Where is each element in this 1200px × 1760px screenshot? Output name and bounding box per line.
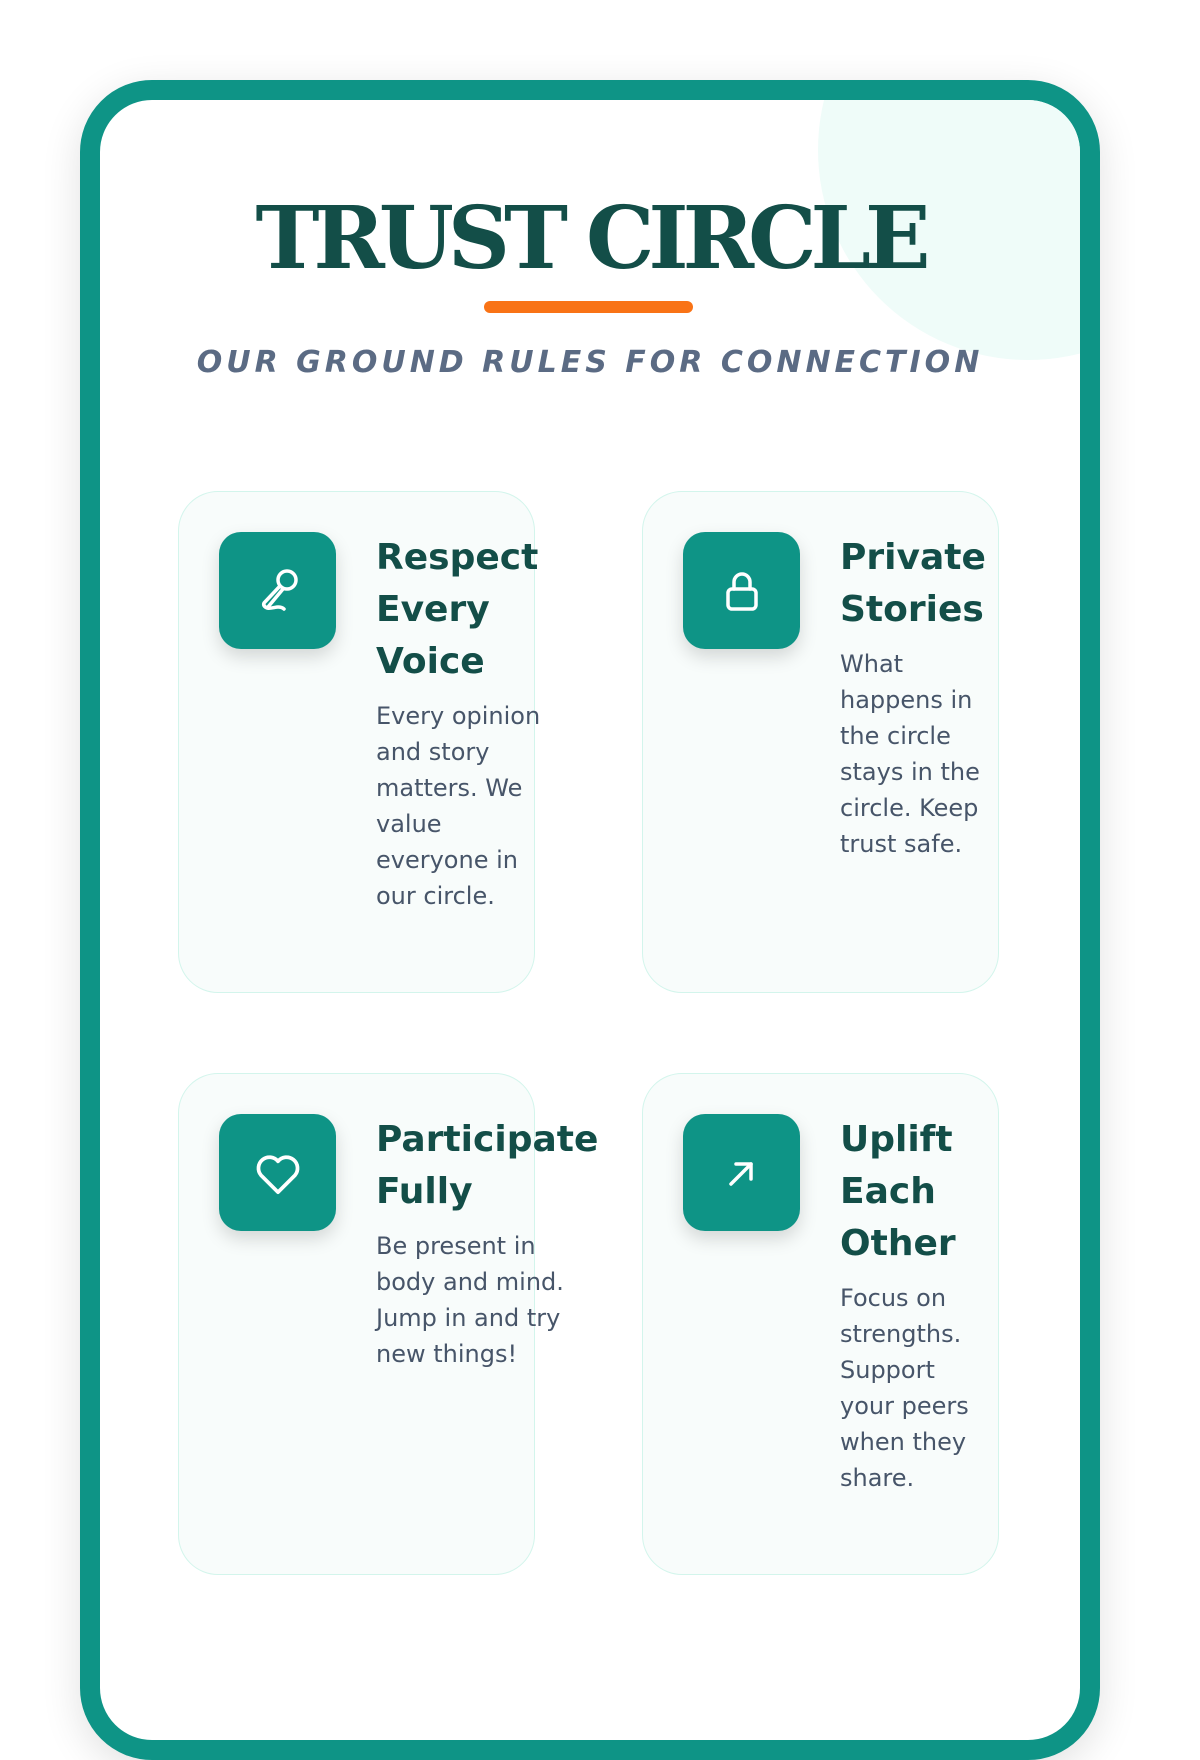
rule-title: Respect Every Voice	[376, 537, 539, 682]
rule-description: Be present in body and mind. Jump in and…	[376, 1232, 564, 1368]
rule-description: Every opinion and story matters. We valu…	[376, 702, 541, 910]
trust-circle-panel: TRUST CIRCLE OUR GROUND RULES FOR CONNEC…	[80, 80, 1100, 1760]
rule-card-participate: Participate Fully Be present in body and…	[178, 1073, 598, 1575]
arrow-up-right-icon	[683, 1114, 800, 1231]
rule-title: Participate Fully	[376, 1119, 599, 1212]
page-subtitle: OUR GROUND RULES FOR CONNECTION	[196, 345, 984, 380]
rule-card-respect: Respect Every Voice Every opinion and st…	[178, 491, 540, 993]
page-title: TRUST CIRCLE	[255, 188, 930, 289]
rule-description: What happens in the circle stays in the …	[840, 650, 980, 858]
lock-icon	[683, 532, 800, 649]
rule-card-uplift: Uplift Each Other Focus on strengths. Su…	[642, 1073, 999, 1575]
rule-title: Private Stories	[840, 537, 986, 630]
title-underline	[484, 301, 693, 313]
rule-card-private: Private Stories What happens in the circ…	[642, 491, 999, 993]
microphone-icon	[219, 532, 336, 649]
heart-icon	[219, 1114, 336, 1231]
rule-description: Focus on strengths. Support your peers w…	[840, 1284, 969, 1492]
rule-title: Uplift Each Other	[840, 1119, 956, 1264]
